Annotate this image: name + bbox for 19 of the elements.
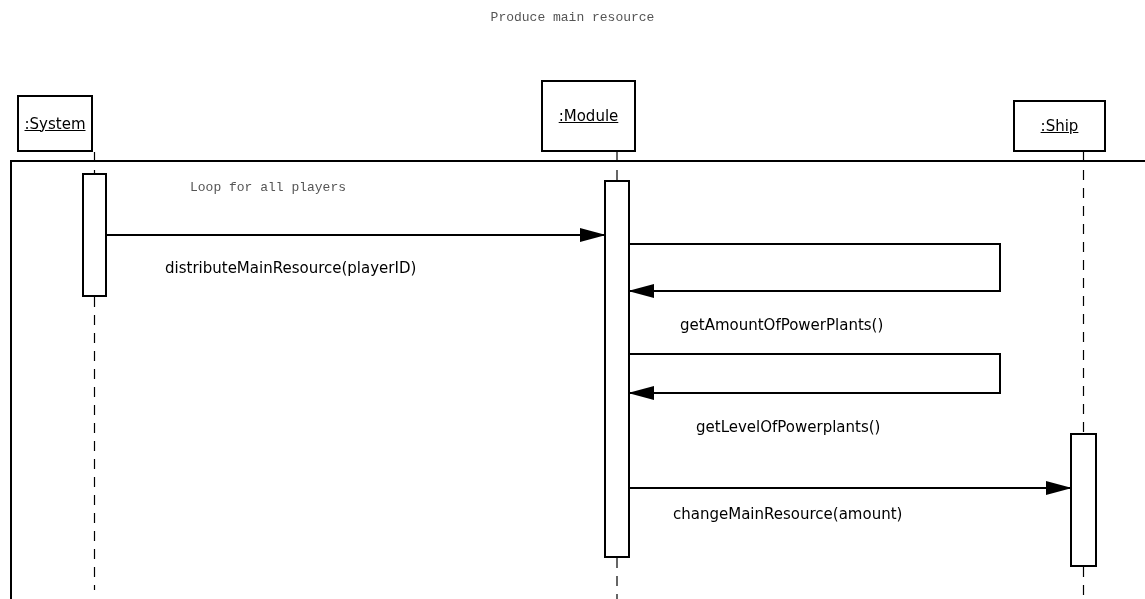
lifeline-head: :Module (541, 80, 636, 152)
lifeline (616, 557, 618, 599)
lifeline (93, 296, 96, 591)
activation-bar (604, 180, 630, 558)
activation-bar (82, 173, 107, 297)
message-arrow (106, 228, 606, 242)
edge-label: getAmountOfPowerPlants() (680, 316, 884, 334)
lifeline-head: :System (17, 95, 93, 152)
edge-label: changeMainResource(amount) (673, 505, 903, 523)
lifeline (1082, 151, 1085, 434)
lifeline (616, 151, 618, 181)
lifeline (93, 151, 96, 174)
frame-label: Loop for all players (190, 180, 347, 195)
diagram-title: Produce main resource (489, 10, 656, 25)
activation-bar (1070, 433, 1097, 567)
lifeline-head: :Ship (1013, 100, 1106, 152)
edge-label: getLevelOfPowerplants() (696, 418, 881, 436)
edge-label: distributeMainResource(playerID) (165, 259, 417, 277)
message-arrow (629, 481, 1072, 495)
